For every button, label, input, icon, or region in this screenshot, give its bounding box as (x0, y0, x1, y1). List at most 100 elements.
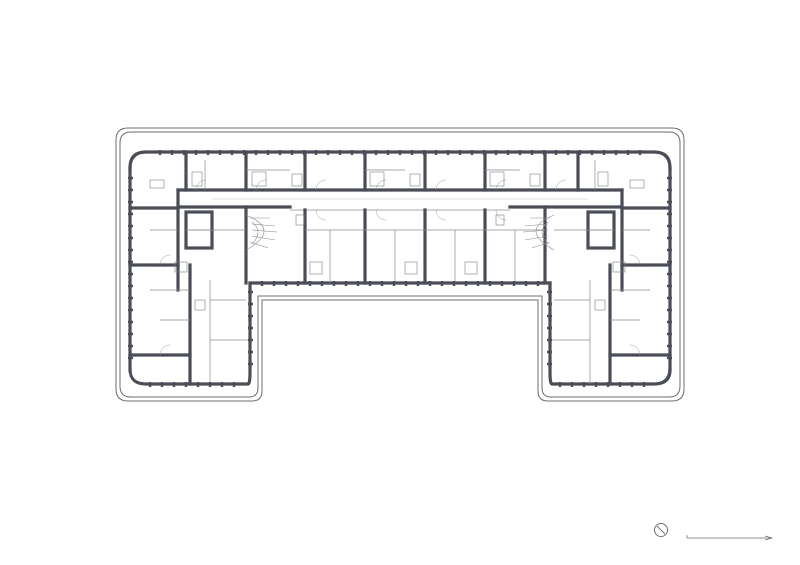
facade-pier (667, 344, 672, 348)
facade-pier (242, 150, 246, 155)
facade-pier (642, 382, 646, 387)
facade-pier (128, 236, 133, 240)
facade-pier (160, 382, 164, 387)
facade-sw (128, 318, 252, 386)
facade-pier (128, 200, 133, 204)
facade-pier (284, 281, 288, 286)
facade-pier (618, 382, 622, 387)
facade-pier (470, 150, 474, 155)
facade-pier (248, 350, 253, 354)
facade-pier (128, 284, 133, 288)
facade-pier (128, 344, 133, 348)
facade-pier (512, 281, 516, 286)
facade-pier (128, 332, 133, 336)
facade-pier (667, 236, 672, 240)
facade-pier (614, 150, 618, 155)
facade-se (548, 318, 672, 386)
facade-pier (314, 150, 318, 155)
facade-pier (482, 150, 486, 155)
facade-pier (404, 281, 408, 286)
facade-pier (547, 314, 552, 318)
facade-pier (128, 176, 133, 180)
door-swings (159, 179, 641, 356)
facade-pier (428, 281, 432, 286)
stair-core-east (522, 210, 616, 251)
facade-pier (667, 260, 672, 264)
facade-pier (570, 382, 574, 387)
facade-pier (530, 150, 534, 155)
facade-pier (326, 150, 330, 155)
facade-pier (422, 150, 426, 155)
facade-pier (566, 150, 570, 155)
facade-pier (667, 248, 672, 252)
facade-pier (338, 150, 342, 155)
facade-pier (368, 281, 372, 286)
facade-pier (446, 150, 450, 155)
facade-pier (506, 150, 510, 155)
facade-pier (558, 382, 562, 387)
facade-pier (594, 382, 598, 387)
facade-pier (667, 320, 672, 324)
facade-pier (128, 356, 133, 360)
scale-bar-icon (686, 535, 774, 541)
facade-pier (206, 150, 210, 155)
facade-pier (278, 150, 282, 155)
facade-pier (356, 281, 360, 286)
facade-pier (452, 281, 456, 286)
facade-pier (667, 212, 672, 216)
facade-pier (128, 224, 133, 228)
facade-pier (380, 281, 384, 286)
facade-pier (220, 382, 224, 387)
facade-pier (416, 281, 420, 286)
facade-pier (128, 308, 133, 312)
facade-pier (667, 296, 672, 300)
facade-pier (582, 382, 586, 387)
facade-pier (194, 150, 198, 155)
facade-pier (434, 150, 438, 155)
facade-pier (248, 362, 253, 366)
facade-pier (128, 260, 133, 264)
facade-pier (296, 281, 300, 286)
facade-pier (667, 224, 672, 228)
facade-pier (254, 150, 258, 155)
facade-pier (344, 281, 348, 286)
facade-pier (158, 150, 162, 155)
facade-pier (524, 281, 528, 286)
north-arrow-icon (654, 523, 668, 537)
facade-pier (170, 150, 174, 155)
east-wing-walls (550, 188, 672, 386)
facade-pier (464, 281, 468, 286)
facade-pier (667, 188, 672, 192)
facade-pier (494, 150, 498, 155)
facade-pier (128, 320, 133, 324)
facade-pier (590, 150, 594, 155)
stair-core-west (184, 210, 278, 251)
facade-pier (332, 281, 336, 286)
facade-pier (547, 350, 552, 354)
facade-pier (398, 150, 402, 155)
facade-pier (578, 150, 582, 155)
facade-pier (248, 302, 253, 306)
facade-pier (290, 150, 294, 155)
facade-pier (232, 382, 236, 387)
facade-pier (518, 150, 522, 155)
facade-pier (248, 338, 253, 342)
facade-pier (542, 150, 546, 155)
building-outline (115, 127, 685, 402)
facade-pier (320, 281, 324, 286)
facade-pier (547, 338, 552, 342)
facade-piers (128, 150, 672, 387)
facade-pier (667, 284, 672, 288)
facade-pier (667, 308, 672, 312)
facade-pier (128, 248, 133, 252)
facade-pier (547, 290, 552, 294)
facade-pier (488, 281, 492, 286)
facade-pier (148, 382, 152, 387)
facade-pier (128, 296, 133, 300)
facade-pier (547, 326, 552, 330)
facade-pier (667, 356, 672, 360)
north-unit-walls (184, 150, 596, 192)
facade-pier (208, 382, 212, 387)
facade-pier (500, 281, 504, 286)
